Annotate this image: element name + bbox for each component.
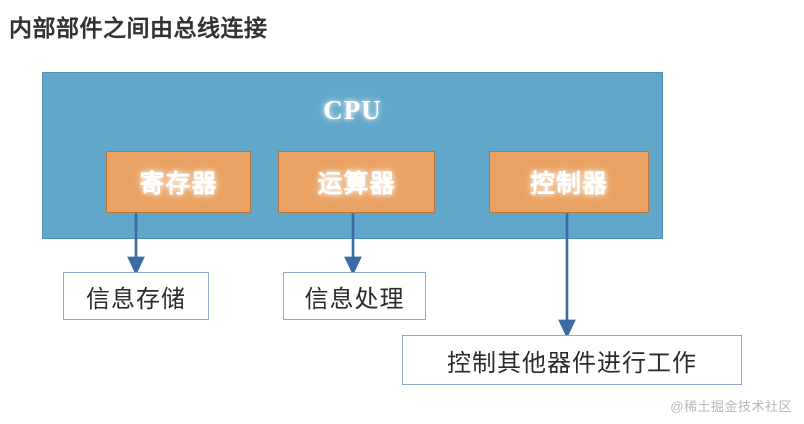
outcome-box-processing[interactable]: 信息处理 bbox=[283, 272, 426, 320]
outcome-label-storage: 信息存储 bbox=[86, 286, 186, 313]
unit-box-control[interactable]: 控制器 bbox=[489, 151, 649, 213]
unit-box-register[interactable]: 寄存器 bbox=[106, 151, 251, 213]
cpu-container-block: CPU 寄存器 运算器 控制器 bbox=[42, 72, 663, 239]
unit-label-control: 控制器 bbox=[529, 170, 608, 198]
watermark: @稀土掘金技术社区 bbox=[670, 399, 792, 414]
cpu-container-label: CPU bbox=[323, 95, 382, 125]
unit-box-alu[interactable]: 运算器 bbox=[278, 151, 435, 213]
outcome-label-processing: 信息处理 bbox=[304, 286, 405, 313]
outcome-box-storage[interactable]: 信息存储 bbox=[63, 272, 209, 320]
outcome-label-control-others: 控制其他器件进行工作 bbox=[447, 350, 697, 377]
unit-label-register: 寄存器 bbox=[139, 170, 218, 198]
unit-label-alu: 运算器 bbox=[317, 170, 396, 198]
outcome-box-control-others[interactable]: 控制其他器件进行工作 bbox=[402, 335, 742, 385]
page-title: 内部部件之间由总线连接 bbox=[9, 15, 268, 41]
